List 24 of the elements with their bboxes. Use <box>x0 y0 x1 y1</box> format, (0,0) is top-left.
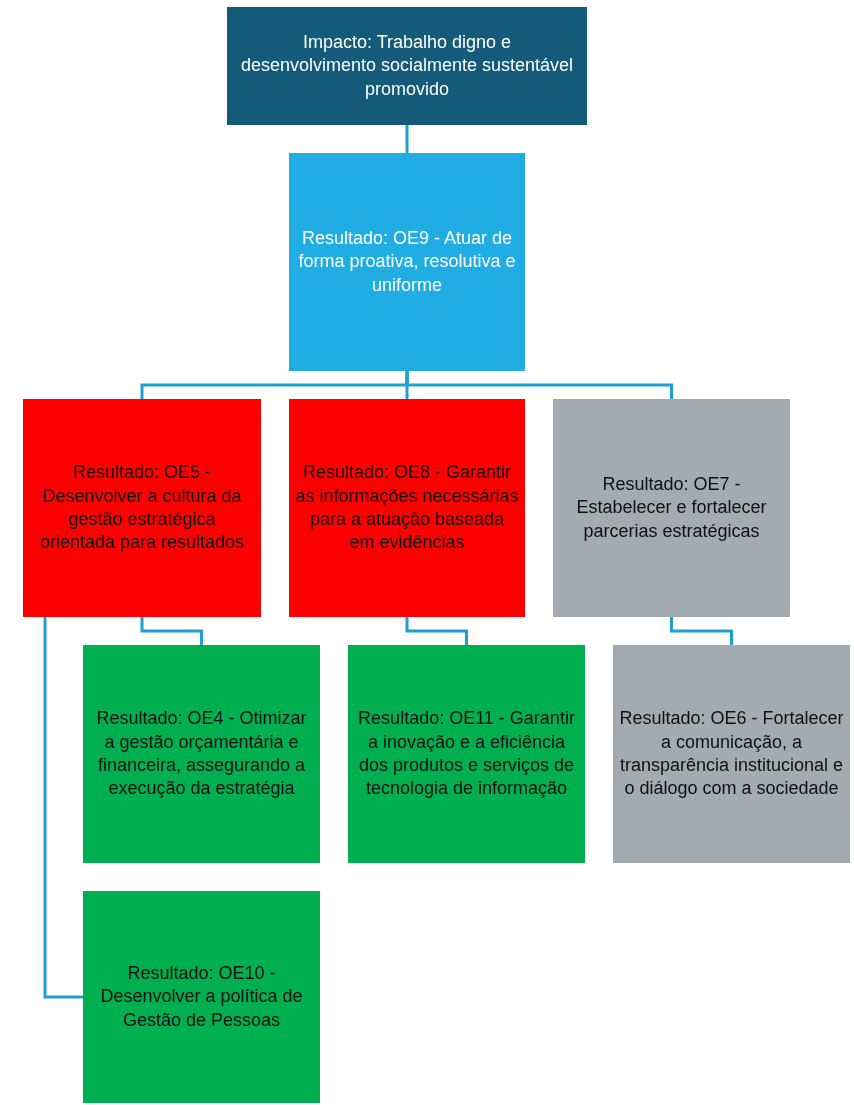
box-text: Resultado: OE7 - Estabelecer e fortalecer parcerias estratégicas <box>575 472 768 543</box>
result-box <box>83 891 320 1103</box>
result-box <box>553 399 790 617</box>
connector-line <box>405 125 409 153</box>
box-text: Resultado: OE11 - Garantir a inovação e a eficiência dos produtos e serviços de tecnologia de informação <box>357 707 576 801</box>
box-text: Resultado: OE6 - Fortalecer a comunicação, a transparência institucional e o diálogo com a sociedade <box>619 707 844 801</box>
result-box <box>289 153 525 371</box>
box-text: Resultado: OE4 - Otimizar a gestão orçamentária e financeira, assegurando a execução da estratégia <box>95 707 308 801</box>
box-text: Resultado: OE10 - Desenvolver a política de Gestão de Pessoas <box>99 961 304 1032</box>
result-box <box>613 645 850 863</box>
box-text: Resultado: OE5 - Desenvolver a cultura da gestão estratégica orientada para resultados <box>38 461 246 555</box>
result-box <box>348 645 585 863</box>
box-text: Resultado: OE9 - Atuar de forma proativa, resolutiva e uniforme <box>297 226 517 297</box>
result-box <box>83 645 320 863</box>
connector-line <box>405 371 673 399</box>
result-box <box>289 399 525 617</box>
box-text: Resultado: OE8 - Garantir as informações necessárias para a atuação baseada em evidências <box>295 461 519 555</box>
connector-line <box>140 617 203 645</box>
result-box <box>23 399 261 617</box>
connector-line <box>43 617 83 999</box>
impact-box <box>227 7 587 125</box>
connector-line <box>670 617 733 645</box>
box-text: Impacto: Trabalho digno e desenvolvimento socialmente sustentável promovido <box>239 30 575 101</box>
connector-line <box>405 617 468 645</box>
